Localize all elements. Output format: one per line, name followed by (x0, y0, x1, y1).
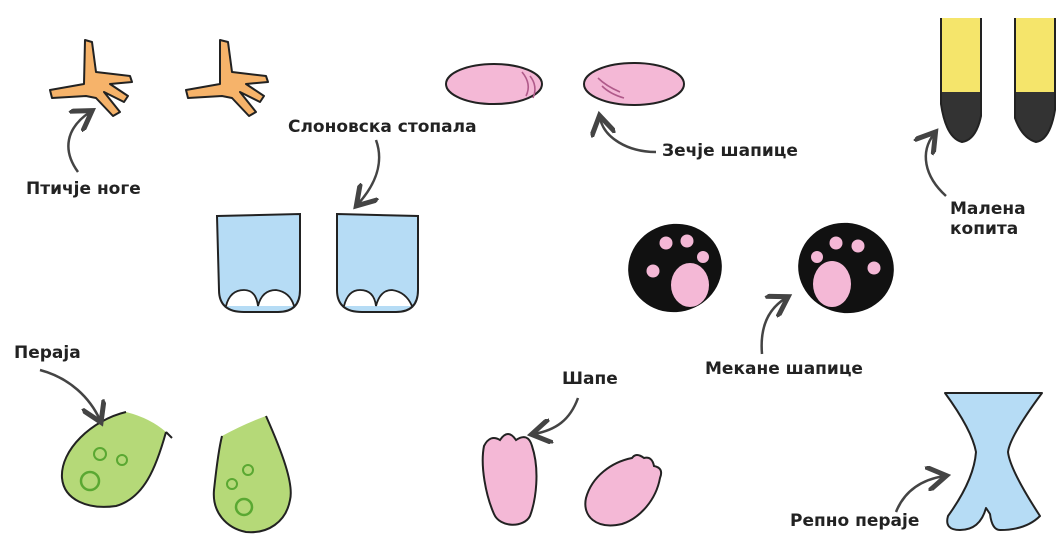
label-fins: Пераја (14, 344, 81, 364)
label-soft-paws: Мекане шапице (705, 360, 863, 380)
hoof-left (941, 18, 981, 142)
soft-paw-left (619, 214, 731, 322)
label-bunny-paws: Зечје шапице (662, 142, 798, 162)
paws-arrow (534, 398, 578, 434)
tail-fin (945, 393, 1042, 530)
soft-paw-right (789, 213, 904, 324)
bunny-paw-right (584, 63, 684, 105)
hoof-right (1015, 18, 1055, 142)
bunny-paws-arrow (600, 118, 656, 152)
bunny-paw-left (446, 64, 542, 104)
label-small-hooves: Малена копита (950, 200, 1030, 239)
bird-feet-arrow (68, 112, 90, 172)
elephant-feet-arrow (358, 140, 379, 204)
elephant-foot-right (337, 214, 418, 312)
fins-arrow (40, 370, 100, 420)
bird-foot-left (50, 40, 132, 116)
fin-right (214, 416, 291, 532)
elephant-foot-left (217, 214, 300, 312)
hooves-arrow (926, 134, 946, 196)
label-bird-feet: Птичје ноге (26, 180, 141, 200)
bird-foot-right (186, 40, 268, 116)
soft-paws-arrow (762, 298, 786, 354)
paw-left (483, 434, 537, 525)
label-tail-fin: Репно пераје (790, 512, 919, 532)
fin-left (62, 412, 172, 507)
tail-fin-arrow (896, 476, 944, 512)
label-elephant-feet: Слоновска стопала (288, 118, 477, 138)
label-paws: Шапе (562, 370, 618, 390)
paw-right (585, 455, 661, 525)
